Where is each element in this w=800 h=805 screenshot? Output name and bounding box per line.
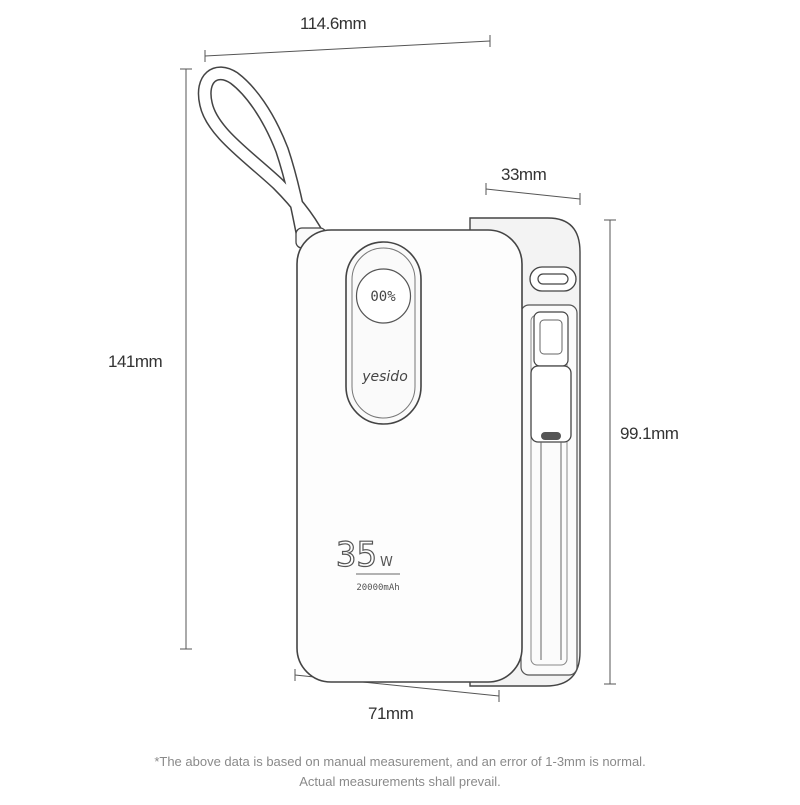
usb-c-port <box>529 266 577 292</box>
body-height-label: 99.1mm <box>620 424 679 443</box>
total-height-dimension-line <box>180 68 192 650</box>
capacity-label: 20000mAh <box>356 583 399 593</box>
power-rating-label: 35 W <box>335 534 393 575</box>
brand-logo: yesido <box>361 369 408 385</box>
body-height-dimension-line <box>604 219 616 685</box>
lcd-screen <box>355 268 412 324</box>
dimension-lines <box>180 35 616 702</box>
disclaimer-line-1: *The above data is based on manual measu… <box>154 754 646 769</box>
built-in-usb-c-cable <box>530 311 572 660</box>
top-width-dimension-line <box>204 35 491 62</box>
top-width-label: 114.6mm <box>300 14 367 33</box>
measurement-disclaimer: *The above data is based on manual measu… <box>0 752 800 792</box>
power-value: 35 <box>336 535 377 575</box>
depth-dimension-line <box>485 183 581 205</box>
power-unit: W <box>380 555 393 570</box>
battery-percentage-readout: 00% <box>370 289 396 305</box>
total-height-label: 141mm <box>108 352 163 371</box>
depth-label: 33mm <box>501 165 547 184</box>
body-width-label: 71mm <box>368 704 414 723</box>
disclaimer-line-2: Actual measurements shall prevail. <box>299 774 501 789</box>
